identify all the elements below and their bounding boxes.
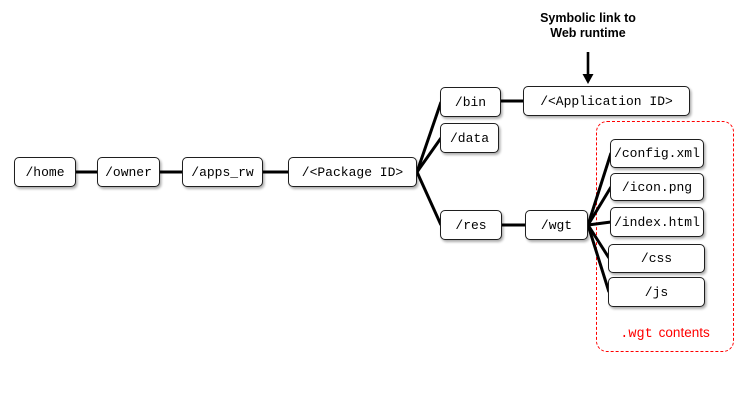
down-arrow-icon — [582, 52, 594, 84]
node-index-html: /index.html — [610, 207, 704, 237]
node-package-id: /<Package ID> — [288, 157, 417, 187]
node-data: /data — [440, 123, 499, 153]
node-res: /res — [440, 210, 502, 240]
node-wgt: /wgt — [525, 210, 588, 240]
wgt-contents-caption: .wgt contents — [596, 325, 734, 342]
node-apps-rw: /apps_rw — [182, 157, 263, 187]
node-bin: /bin — [440, 87, 501, 117]
node-application-id: /<Application ID> — [523, 86, 690, 116]
symbolic-link-annotation: Symbolic link to Web runtime — [503, 11, 673, 41]
node-home: /home — [14, 157, 76, 187]
node-config-xml: /config.xml — [610, 139, 704, 168]
tree-connectors — [76, 99, 613, 293]
annotation-line-1: Symbolic link to — [540, 11, 636, 25]
node-icon-png: /icon.png — [610, 173, 704, 201]
node-css: /css — [608, 244, 705, 273]
annotation-line-2: Web runtime — [550, 26, 626, 40]
node-owner: /owner — [97, 157, 160, 187]
wgt-caption-sans: contents — [658, 325, 710, 340]
wgt-caption-mono: .wgt — [620, 327, 653, 342]
node-js: /js — [608, 277, 705, 307]
